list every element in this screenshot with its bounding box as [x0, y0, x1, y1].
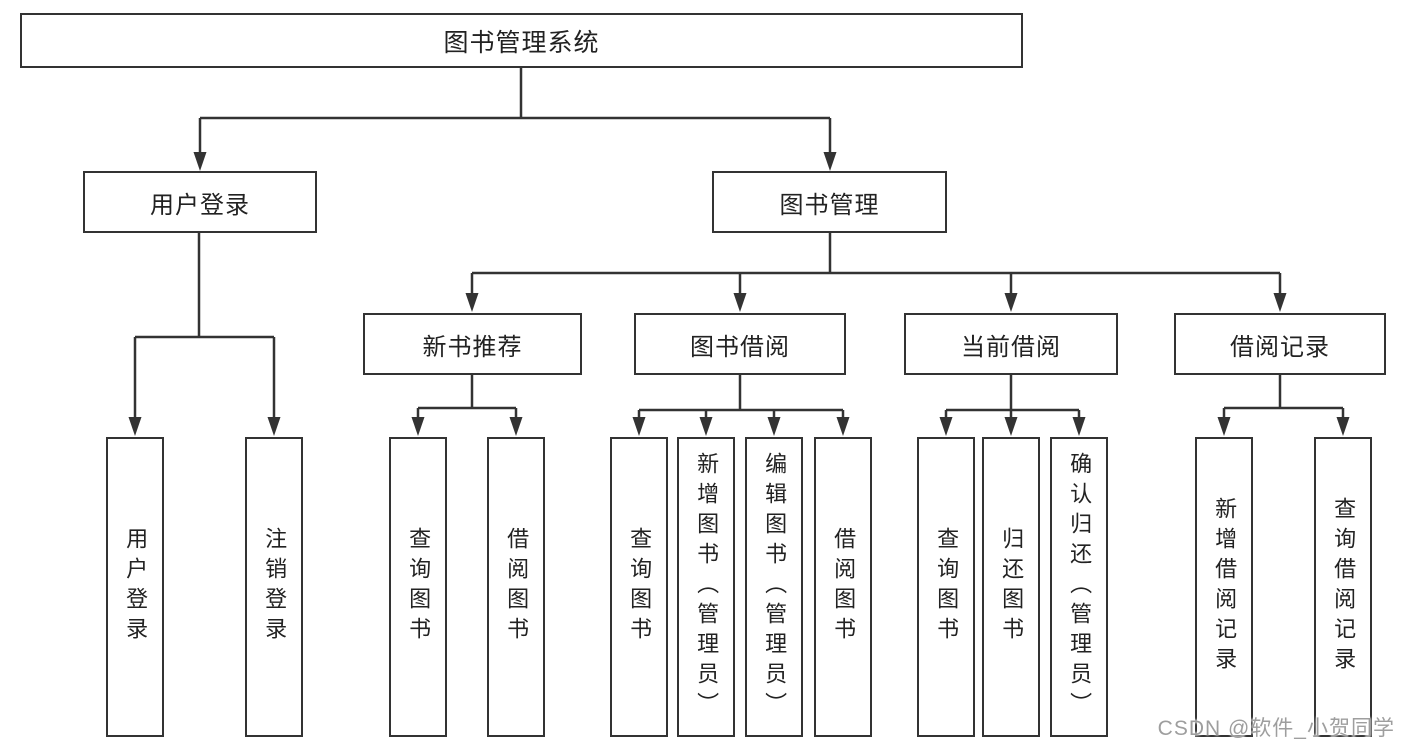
leaf-node-query-book-2: 查询图书: [610, 437, 668, 737]
module-node-label: 图书借阅: [690, 333, 790, 361]
leaf-node-logout: 注销登录: [245, 437, 303, 737]
arrowhead-icon: [411, 417, 425, 436]
arrowhead-icon: [1217, 417, 1231, 436]
connector-bookmgmt-to-modules: [465, 233, 1287, 312]
arrowhead-icon: [939, 417, 953, 436]
leaf-node-label: 注销登录: [262, 527, 288, 647]
arrowhead-icon: [1004, 417, 1018, 436]
arrowhead-icon: [128, 417, 142, 436]
leaf-node-add-book-admin: 新增图书（管理员）: [677, 437, 735, 737]
leaf-node-add-borrow-record: 新增借阅记录: [1195, 437, 1253, 737]
connector-borrowrecord-to-leaves: [1217, 375, 1350, 436]
leaf-node-label: 查询图书: [627, 527, 653, 647]
module-node-label: 新书推荐: [422, 333, 523, 361]
leaf-node-label: 借阅图书: [831, 527, 857, 647]
branch-node-label: 用户登录: [150, 191, 250, 219]
leaf-node-label: 编辑图书（管理员）: [762, 452, 788, 722]
arrowhead-icon: [1004, 293, 1018, 312]
leaf-node-label: 归还图书: [999, 527, 1025, 647]
leaf-node-query-book-3: 查询图书: [917, 437, 975, 737]
module-node-book-borrow: 图书借阅: [634, 313, 846, 375]
leaf-node-label: 借阅图书: [504, 527, 530, 647]
branch-node-user-login: 用户登录: [83, 171, 317, 233]
leaf-node-borrow-book-1: 借阅图书: [487, 437, 545, 737]
arrowhead-icon: [699, 417, 713, 436]
branch-node-label: 图书管理: [779, 191, 880, 219]
leaf-node-confirm-return-admin: 确认归还（管理员）: [1050, 437, 1108, 737]
leaf-node-edit-book-admin: 编辑图书（管理员）: [745, 437, 803, 737]
connector-userlogin-to-leaves: [128, 233, 281, 436]
arrowhead-icon: [836, 417, 850, 436]
leaf-node-label: 查询图书: [934, 527, 960, 647]
csdn-watermark: CSDN @软件_小贺同学: [1157, 717, 1395, 740]
arrowhead-icon: [267, 417, 281, 436]
arrowhead-icon: [1273, 293, 1287, 312]
root-node-library-system: 图书管理系统: [20, 13, 1023, 68]
leaf-node-user-login: 用户登录: [106, 437, 164, 737]
arrowhead-icon: [733, 293, 747, 312]
connector-bookborrow-to-leaves: [632, 375, 850, 436]
module-node-label: 借阅记录: [1230, 333, 1330, 361]
arrowhead-icon: [823, 152, 837, 171]
connector-currentborrow-to-leaves: [939, 375, 1086, 436]
leaf-node-return-book: 归还图书: [982, 437, 1040, 737]
connector-root-to-branches: [193, 68, 837, 171]
module-node-label: 当前借阅: [961, 333, 1061, 361]
arrowhead-icon: [1072, 417, 1086, 436]
leaf-node-label: 新增图书（管理员）: [694, 452, 720, 722]
leaf-node-label: 用户登录: [123, 527, 149, 647]
root-node-label: 图书管理系统: [443, 28, 600, 57]
module-node-borrow-record: 借阅记录: [1174, 313, 1386, 375]
module-node-new-book-recommend: 新书推荐: [363, 313, 582, 375]
leaf-node-label: 确认归还（管理员）: [1067, 452, 1093, 722]
module-node-current-borrow: 当前借阅: [904, 313, 1118, 375]
connector-newbook-to-leaves: [411, 375, 523, 436]
leaf-node-label: 查询图书: [406, 527, 432, 647]
arrowhead-icon: [767, 417, 781, 436]
arrowhead-icon: [1336, 417, 1350, 436]
leaf-node-label: 新增借阅记录: [1212, 497, 1238, 677]
leaf-node-query-borrow-record: 查询借阅记录: [1314, 437, 1372, 737]
arrowhead-icon: [509, 417, 523, 436]
arrowhead-icon: [632, 417, 646, 436]
leaf-node-query-book-1: 查询图书: [389, 437, 447, 737]
arrowhead-icon: [193, 152, 207, 171]
leaf-node-label: 查询借阅记录: [1331, 497, 1357, 677]
leaf-node-borrow-book-2: 借阅图书: [814, 437, 872, 737]
branch-node-book-management: 图书管理: [712, 171, 947, 233]
arrowhead-icon: [465, 293, 479, 312]
